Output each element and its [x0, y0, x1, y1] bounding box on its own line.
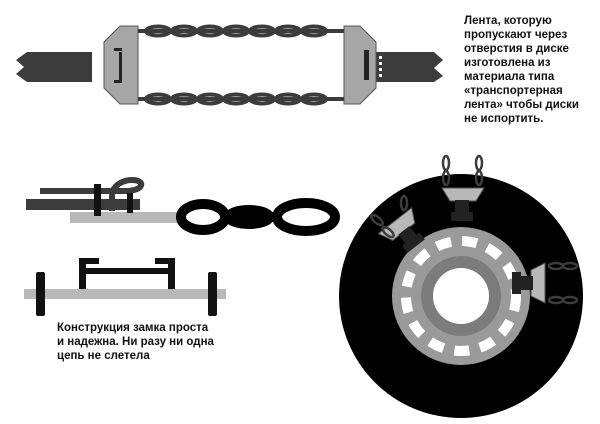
lock-bracket-post-b	[127, 193, 133, 213]
chain-bottom	[138, 92, 344, 106]
rim-slots	[401, 236, 521, 356]
strap-material-caption: Лента, которую пропускают через отверсти…	[464, 14, 590, 126]
front-bracket-top-right	[155, 258, 175, 264]
chain-top	[138, 24, 344, 38]
chain-mount-upper-left	[377, 206, 425, 253]
front-post-right	[208, 272, 217, 316]
strap-end-left	[16, 52, 92, 82]
caption-line: материала типа	[464, 71, 555, 83]
rim-center	[433, 268, 489, 324]
chain-mount-right	[512, 261, 579, 305]
chain-upper-left	[370, 194, 409, 239]
front-post-left	[36, 272, 45, 316]
caption-line: и надежна. Ни разу ни одна	[57, 336, 214, 348]
lock-chain-links	[176, 198, 340, 236]
lock-front-view	[24, 258, 226, 316]
chain-strap-assembly	[16, 24, 443, 106]
lock-side-view	[26, 176, 340, 236]
clamp-bracket-right	[343, 25, 377, 105]
lock-plate	[70, 212, 178, 223]
strap-holes	[379, 56, 382, 77]
strap-end-right	[372, 52, 443, 82]
caption-line: пропускают через	[464, 29, 568, 41]
wheel-diagram	[339, 154, 583, 418]
chain-mount-top	[441, 154, 485, 221]
front-bracket-top-left	[79, 258, 99, 264]
caption-line: отверстия в диске	[464, 43, 569, 55]
strap-hook-loop	[40, 176, 144, 211]
caption-line: не испортить.	[464, 113, 544, 125]
front-bracket-left	[79, 258, 86, 289]
caption-line: Конструкция замка проста	[57, 322, 209, 334]
caption-line: «транспортерная	[464, 85, 563, 97]
caption-line: изготовлена из	[464, 57, 551, 69]
lock-design-caption: Конструкция замка проста и надежна. Ни р…	[57, 321, 232, 363]
caption-line: лента» чтобы диски	[464, 99, 580, 111]
front-bracket-right	[168, 258, 175, 289]
front-crossbar	[86, 268, 168, 274]
front-plate	[24, 289, 226, 299]
clamp-left-slots	[114, 48, 122, 83]
lock-bracket-post-a	[94, 184, 101, 216]
caption-line: цепь не слетела	[57, 350, 150, 362]
strap-band	[26, 199, 140, 210]
clamp-right-slot	[364, 50, 369, 80]
caption-line: Лента, которую	[464, 15, 552, 27]
